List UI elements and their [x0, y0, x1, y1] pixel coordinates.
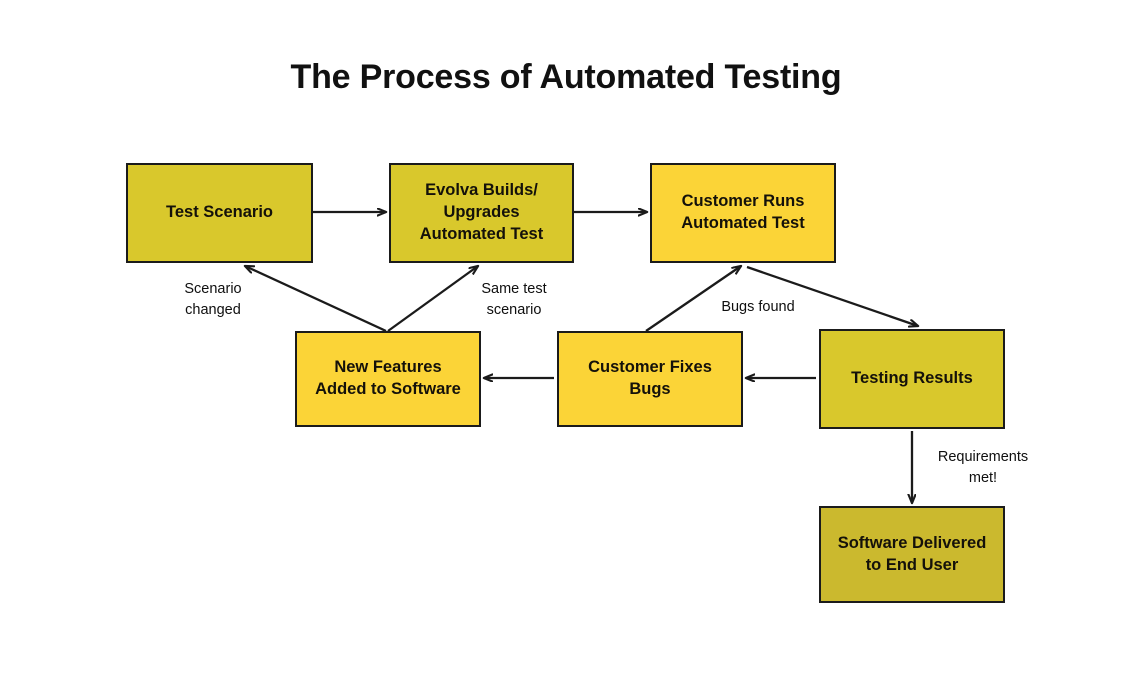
node-software-delivered[interactable]: Software Delivered to End User: [819, 506, 1005, 603]
node-label: New Features Added to Software: [315, 358, 461, 398]
node-label: Software Delivered to End User: [837, 533, 987, 574]
node-label: Evolva Builds/ Upgrades Automated Test: [419, 181, 544, 243]
page-title: The Process of Automated Testing: [290, 58, 842, 96]
node-new-features[interactable]: New Features Added to Software: [295, 331, 481, 427]
node-customer-fixes-bugs[interactable]: Customer Fixes Bugs: [557, 331, 743, 427]
node-testing-results[interactable]: Testing Results: [819, 329, 1005, 429]
edge-label-same-test-scenario: Same test scenario: [481, 281, 547, 318]
node-label: Test Scenario: [166, 203, 273, 222]
node-label: Testing Results: [851, 369, 973, 388]
edge-label-bugs-found: Bugs found: [721, 299, 795, 315]
edge-label-scenario-changed: Scenario changed: [184, 281, 242, 318]
node-test-scenario[interactable]: Test Scenario: [126, 163, 313, 263]
node-evolva-builds[interactable]: Evolva Builds/ Upgrades Automated Test: [389, 163, 574, 263]
node-label: Customer Fixes Bugs: [588, 358, 712, 398]
node-label: Customer Runs Automated Test: [681, 192, 805, 232]
node-customer-runs[interactable]: Customer Runs Automated Test: [650, 163, 836, 263]
edge-label-requirements-met: Requirements met!: [937, 449, 1029, 486]
